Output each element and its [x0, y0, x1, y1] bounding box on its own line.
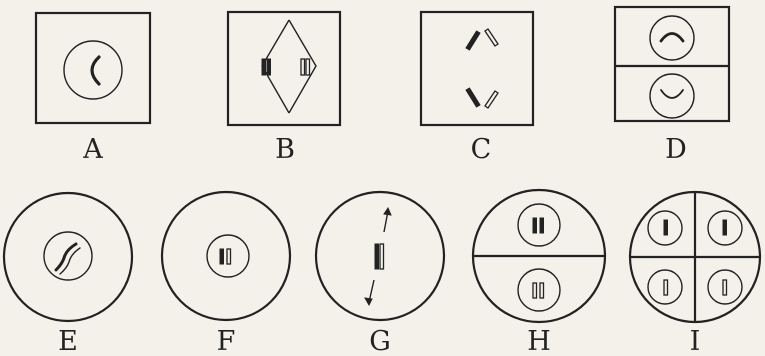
chromatid-dark: [220, 249, 224, 264]
panel-c: C: [421, 12, 533, 165]
arrowhead: [365, 298, 372, 305]
chromatid-dark: [375, 244, 379, 269]
panel-a: A: [36, 13, 150, 165]
chromatid-dark: [466, 88, 480, 107]
daughter-nucleus-bottom: [650, 74, 694, 118]
nucleus: [44, 232, 92, 280]
chromatid-light: [301, 59, 305, 75]
cell-outline: [421, 12, 533, 125]
chromatid-light: [227, 249, 231, 264]
label-e: E: [58, 326, 78, 356]
chromatid-light: [533, 283, 537, 298]
cell-outline: [4, 193, 132, 321]
chromatid-light: [723, 280, 727, 295]
chromatid-light: [306, 59, 310, 75]
chromosome: [661, 90, 683, 98]
chromatid-dark: [267, 59, 271, 75]
chromatid-dark: [533, 218, 537, 233]
label-b: B: [275, 134, 295, 165]
chromatid-light: [380, 244, 384, 269]
chromosome-pair: [56, 244, 76, 270]
chromatid-dark: [262, 59, 266, 75]
chromatid-light: [485, 29, 498, 46]
chromatid-dark: [723, 220, 727, 235]
cell-outline: [162, 192, 290, 320]
chromosome: [661, 34, 683, 42]
daughter-nucleus-bottom: [518, 269, 560, 311]
panel-h: H: [473, 190, 605, 356]
label-d: D: [665, 134, 687, 165]
chromatid-dark: [664, 220, 668, 235]
chromosome: [92, 57, 99, 84]
label-h: H: [527, 326, 551, 356]
daughter-nucleus-top: [650, 16, 694, 60]
arrowhead: [384, 208, 391, 215]
panel-g: G: [316, 192, 444, 356]
panel-f: F: [162, 192, 290, 356]
daughter-nucleus-top: [518, 204, 560, 246]
chromatid-dark: [466, 31, 480, 50]
panel-i: I: [630, 192, 760, 356]
cell-outline: [615, 7, 729, 121]
chromatid-dark: [540, 218, 544, 233]
panel-e: E: [4, 193, 132, 356]
label-a: A: [82, 134, 103, 165]
panel-b: B: [228, 12, 340, 165]
chromatid-light: [485, 91, 498, 108]
chromatid-light: [540, 283, 544, 298]
label-c: C: [471, 134, 492, 165]
chromatid-light: [664, 280, 668, 295]
panel-d: D: [615, 7, 729, 165]
label-g: G: [369, 326, 391, 356]
label-f: F: [217, 326, 236, 356]
label-i: I: [690, 326, 701, 356]
